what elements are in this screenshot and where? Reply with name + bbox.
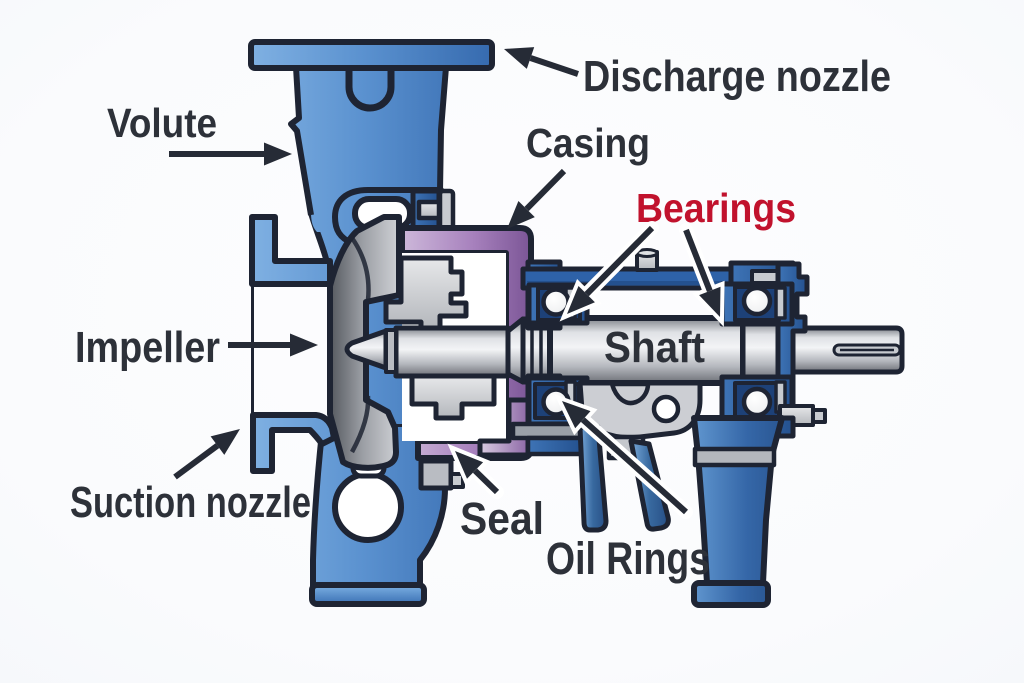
svg-text:Oil Rings: Oil Rings — [546, 533, 710, 584]
svg-text:Seal: Seal — [460, 493, 544, 544]
svg-text:Volute: Volute — [107, 100, 217, 146]
svg-text:Casing: Casing — [526, 120, 650, 166]
svg-text:Shaft: Shaft — [604, 323, 705, 372]
svg-text:Impeller: Impeller — [75, 323, 220, 372]
svg-text:Suction nozzle: Suction nozzle — [70, 478, 311, 527]
svg-text:Bearings: Bearings — [636, 185, 796, 231]
svg-text:Discharge nozzle: Discharge nozzle — [583, 52, 891, 101]
